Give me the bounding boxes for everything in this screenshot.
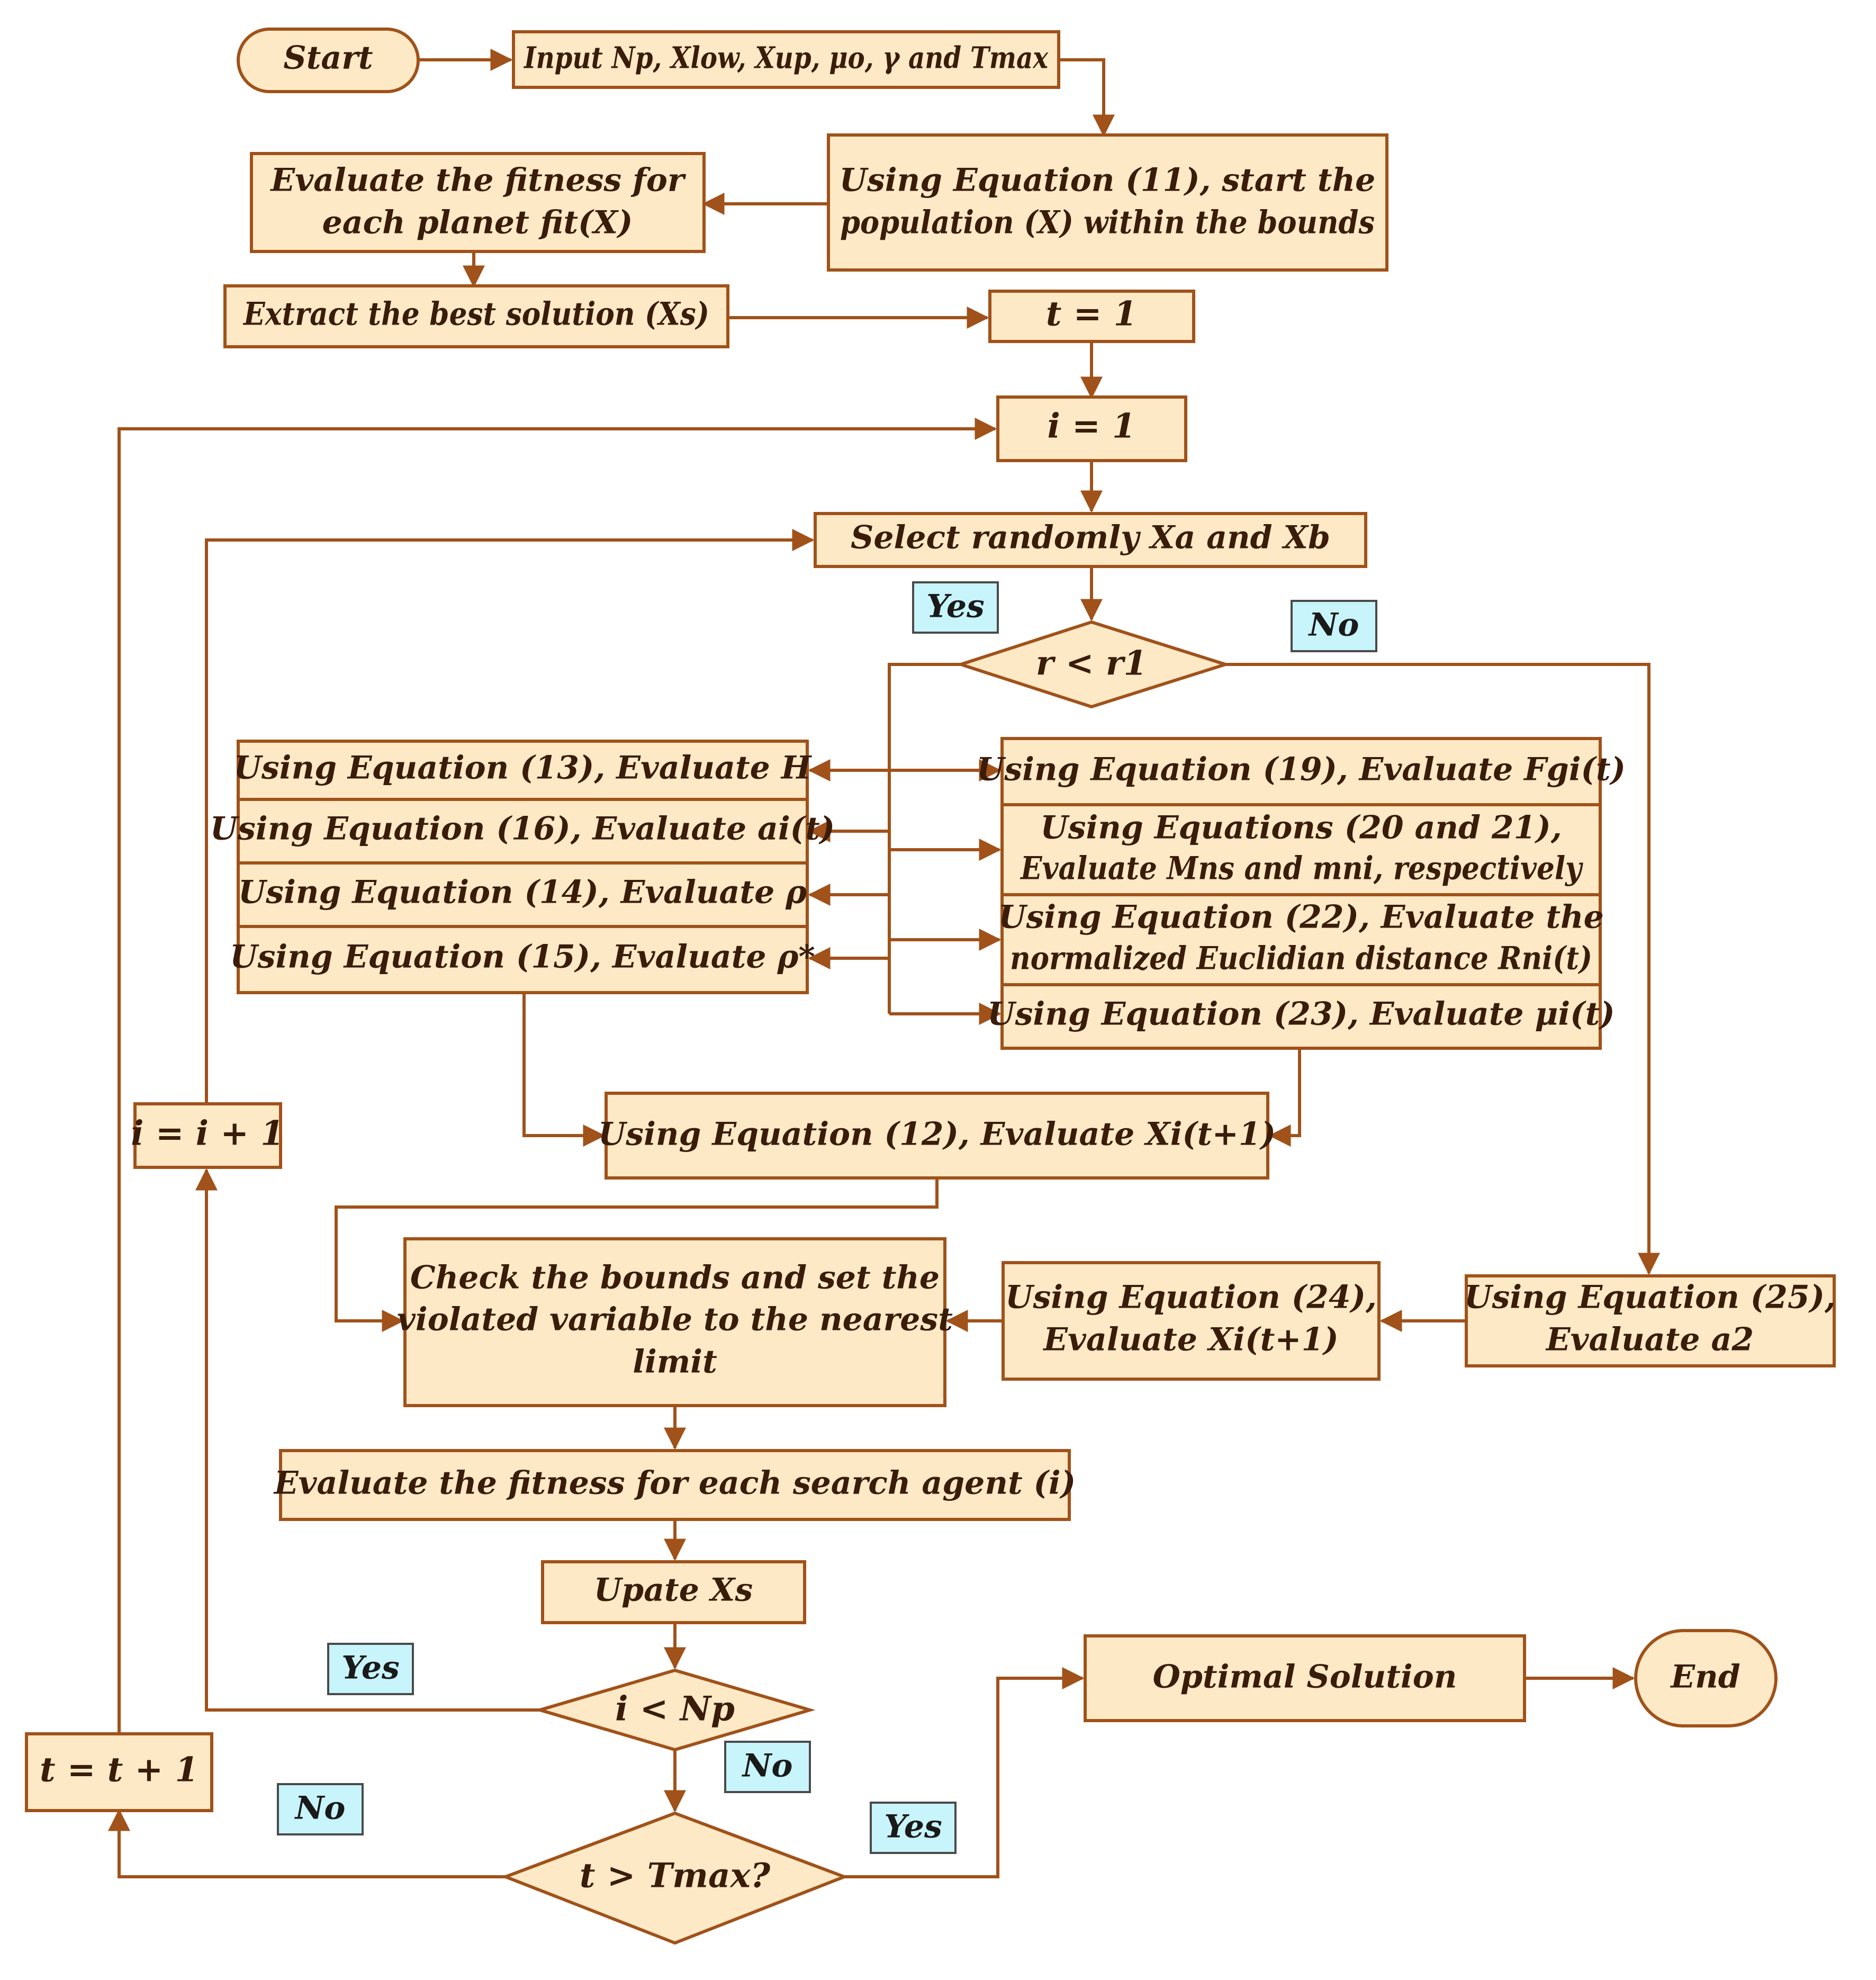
svg-text:Using Equation (13), Evaluate: Using Equation (13), Evaluate H — [234, 750, 813, 787]
optimal-solution-box: Optimal Solution — [1084, 1634, 1526, 1722]
svg-text:Yes: Yes — [341, 1650, 400, 1687]
i-init-box: i = 1 — [996, 395, 1187, 462]
i-increment-box: i = i + 1 — [131, 1102, 284, 1169]
svg-text:Select randomly Xa and Xb: Select randomly Xa and Xb — [851, 519, 1330, 556]
svg-text:population (X) within the boun: population (X) within the bounds — [840, 204, 1375, 241]
svg-text:Evaluate a2: Evaluate a2 — [1545, 1321, 1754, 1358]
svg-text:r < r1: r < r1 — [1036, 644, 1147, 683]
svg-text:Using Equation (11), start the: Using Equation (11), start the — [840, 162, 1376, 199]
svg-text:Upate Xs: Upate Xs — [594, 1572, 753, 1609]
svg-text:Evaluate the fitness for each: Evaluate the fitness for each search age… — [273, 1465, 1076, 1502]
svg-text:Optimal Solution: Optimal Solution — [1153, 1659, 1457, 1696]
input-parameters-box: Input Np, Xlow, Xup, μo, γ and Tmax — [512, 30, 1060, 89]
yes-tag-i: Yes — [327, 1643, 414, 1695]
svg-text:i < Np: i < Np — [615, 1689, 735, 1729]
svg-text:Yes: Yes — [884, 1808, 942, 1846]
t-init-box: t = 1 — [988, 290, 1195, 343]
decision-r-diamond: r < r1 — [955, 620, 1231, 709]
eq16-box: Using Equation (16), Evaluate ai(t) — [210, 798, 835, 865]
svg-text:End: End — [1670, 1659, 1740, 1696]
svg-text:Start: Start — [283, 40, 373, 77]
yes-tag-t: Yes — [870, 1802, 957, 1854]
no-tag-t: No — [277, 1783, 364, 1835]
svg-text:Using Equation (14), Evaluate: Using Equation (14), Evaluate ρ — [238, 874, 807, 911]
svg-text:Evaluate Mns and mni, respecti: Evaluate Mns and mni, respectively — [1020, 850, 1583, 887]
start-terminal: Start — [237, 28, 420, 93]
svg-text:t = 1: t = 1 — [1046, 294, 1137, 334]
svg-text:No: No — [742, 1748, 793, 1785]
eq25-box: Using Equation (25), Evaluate a2 — [1464, 1274, 1836, 1367]
decision-t-diamond: t > Tmax? — [501, 1811, 849, 1945]
svg-text:Using Equation (19), Evaluate: Using Equation (19), Evaluate Fgi(t) — [977, 751, 1626, 788]
eq19-box: Using Equation (19), Evaluate Fgi(t) — [977, 737, 1626, 806]
select-random-box: Select randomly Xa and Xb — [814, 512, 1367, 568]
svg-text:Using Equation (12), Evaluate: Using Equation (12), Evaluate Xi(t+1) — [598, 1116, 1276, 1153]
check-bounds-box: Check the bounds and set the violated va… — [397, 1237, 953, 1407]
svg-text:Using Equation (23), Evaluate: Using Equation (23), Evaluate μi(t) — [987, 996, 1615, 1033]
yes-tag-r: Yes — [912, 581, 999, 634]
svg-text:Input Np, Xlow, Xup, μo, γ and: Input Np, Xlow, Xup, μo, γ and Tmax — [523, 41, 1048, 76]
evaluate-fitness-planet-box: Evaluate the fitness for each planet fit… — [250, 152, 706, 253]
eq15-box: Using Equation (15), Evaluate ρ* — [230, 925, 815, 994]
eq13-box: Using Equation (13), Evaluate H — [234, 740, 813, 801]
svg-text:each planet fit(X): each planet fit(X) — [322, 204, 633, 241]
svg-text:Using Equation (15), Evaluate: Using Equation (15), Evaluate ρ* — [230, 939, 815, 976]
svg-text:i = 1: i = 1 — [1047, 407, 1135, 446]
no-tag-r: No — [1291, 600, 1377, 652]
svg-text:i = i + 1: i = i + 1 — [131, 1114, 284, 1154]
svg-text:limit: limit — [633, 1344, 717, 1381]
svg-text:violated variable to the neare: violated variable to the nearest — [397, 1301, 953, 1338]
eq20-21-box: Using Equations (20 and 21), Evaluate Mn… — [1000, 803, 1602, 896]
svg-text:Extract the best solution (Xs): Extract the best solution (Xs) — [242, 296, 709, 333]
svg-text:normalized Euclidian distance: normalized Euclidian distance Rni(t) — [1010, 940, 1592, 977]
evaluate-fitness-agent-box: Evaluate the fitness for each search age… — [273, 1449, 1076, 1521]
extract-best-solution-box: Extract the best solution (Xs) — [223, 284, 729, 348]
svg-text:Using Equation (24),: Using Equation (24), — [1005, 1279, 1377, 1316]
eq23-box: Using Equation (23), Evaluate μi(t) — [987, 983, 1615, 1050]
connectors — [108, 49, 1660, 1878]
svg-text:Using Equation (25),: Using Equation (25), — [1464, 1279, 1836, 1316]
no-tag-i: No — [724, 1741, 811, 1793]
eq22-box: Using Equation (22), Evaluate the normal… — [998, 893, 1604, 986]
svg-text:Check the bounds and set the: Check the bounds and set the — [410, 1259, 940, 1297]
decision-i-diamond: i < Np — [534, 1668, 816, 1752]
svg-text:No: No — [1308, 607, 1359, 644]
svg-text:No: No — [294, 1790, 346, 1827]
eq24-box: Using Equation (24), Evaluate Xi(t+1) — [1002, 1261, 1381, 1381]
t-increment-box: t = t + 1 — [25, 1732, 213, 1812]
end-terminal: End — [1634, 1629, 1778, 1727]
svg-text:Yes: Yes — [926, 588, 985, 625]
update-xs-box: Upate Xs — [541, 1560, 806, 1624]
svg-text:Using Equations (20 and 21),: Using Equations (20 and 21), — [1040, 809, 1562, 847]
svg-text:Evaluate Xi(t+1): Evaluate Xi(t+1) — [1042, 1321, 1338, 1358]
svg-text:Evaluate the fitness for: Evaluate the fitness for — [270, 162, 687, 199]
svg-text:t > Tmax?: t > Tmax? — [580, 1856, 771, 1896]
init-population-box: Using Equation (11), start the populatio… — [827, 133, 1388, 272]
eq12-box: Using Equation (12), Evaluate Xi(t+1) — [598, 1092, 1276, 1180]
svg-text:t = t + 1: t = t + 1 — [40, 1750, 199, 1790]
svg-text:Using Equation (16), Evaluate: Using Equation (16), Evaluate ai(t) — [210, 811, 835, 848]
eq14-box: Using Equation (14), Evaluate ρ — [237, 861, 809, 928]
svg-text:Using Equation (22), Evaluate: Using Equation (22), Evaluate the — [998, 899, 1604, 936]
